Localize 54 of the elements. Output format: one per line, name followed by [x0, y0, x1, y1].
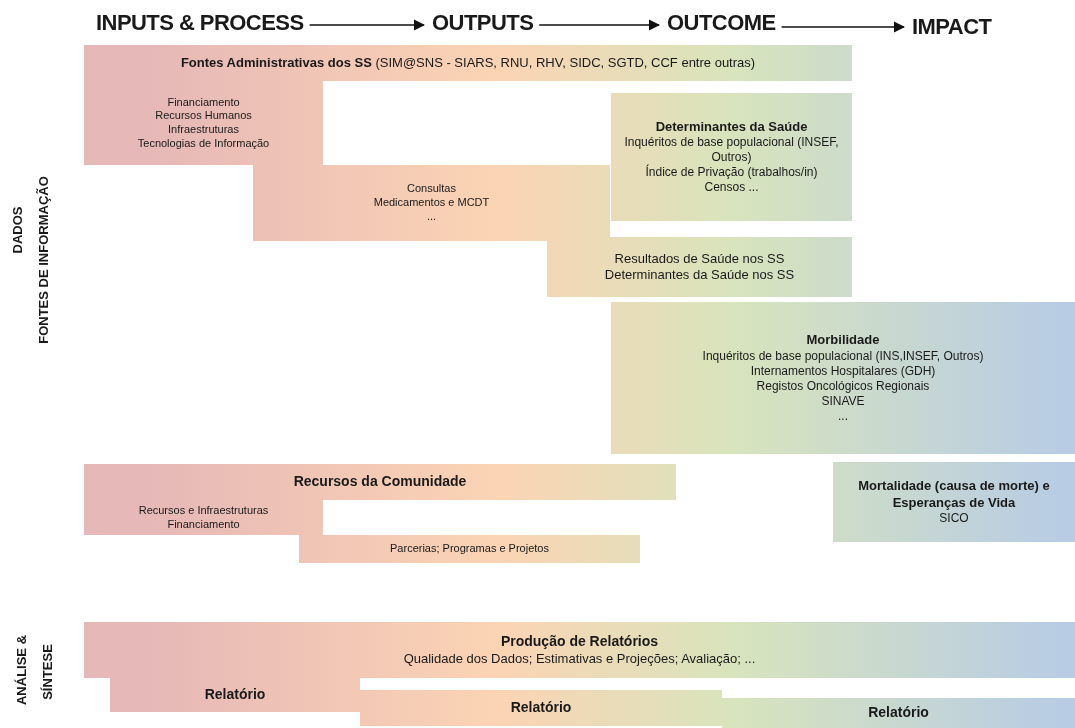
box-text: Parcerias; Programas e Projetos — [390, 542, 549, 556]
box-text: Inquéritos de base populacional (INS,INSEF, Outros) — [702, 348, 984, 364]
box-text: Tecnologias de Informação — [137, 136, 270, 151]
arrow — [780, 21, 906, 33]
box-text: Fontes Administrativas dos SS (SIM@SNS - SIARS, RNU, RHV, SIDC, SGTD, CCF entre outras) — [180, 54, 756, 72]
box-heading: Mortalidade (causa de morte) e Esperanças de Vida — [857, 478, 1051, 511]
box-text: Infraestruturas — [168, 123, 239, 137]
output-box — [299, 535, 640, 563]
box-heading: Relatório — [868, 704, 929, 722]
box-text: Internamentos Hospitalares (GDH) — [750, 363, 936, 379]
box-text: Inquéritos de base populacional (INSEF, Outros) — [623, 135, 840, 165]
output-box — [253, 165, 610, 241]
box-text: Financiamento — [167, 95, 240, 110]
box-heading: Morbilidade — [806, 332, 880, 349]
box-heading: Relatório — [510, 699, 572, 717]
mortality-box — [833, 462, 1075, 542]
stage-heading: IMPACT — [912, 16, 992, 38]
box-heading: Determinantes da Saúde — [655, 118, 808, 136]
box-text: Registos Oncológicos Regionais — [756, 378, 930, 394]
arrow — [308, 19, 426, 31]
input-box — [84, 500, 323, 535]
report-band — [84, 622, 1075, 678]
stage-heading: OUTCOME — [667, 12, 776, 34]
arrow — [538, 19, 661, 31]
box-text: Índice de Privação (trabalhos/in) — [645, 165, 818, 181]
source-band — [84, 45, 852, 81]
box-text: ... — [426, 209, 437, 224]
box-heading: Recursos da Comunidade — [293, 473, 467, 491]
stage-heading: OUTPUTS — [432, 12, 534, 34]
box-text: Resultados de Saúde nos SS — [614, 250, 785, 267]
side-label: DADOS — [11, 205, 25, 256]
community-band — [84, 464, 676, 500]
box-text: Recursos Humanos — [155, 109, 252, 123]
box-text: SICO — [939, 510, 969, 526]
box-text: Financiamento — [167, 517, 240, 532]
outcome-box — [611, 93, 852, 221]
morbidity-box — [611, 302, 1075, 454]
side-label: SÍNTESE — [41, 643, 55, 702]
box-text: Qualidade dos Dados; Estimativas e Projeções; Avaliação; ... — [403, 650, 756, 667]
box-text: Recursos e Infraestruturas — [138, 503, 269, 518]
box-text: Medicamentos e MCDT — [373, 196, 490, 210]
box-text: Censos ... — [704, 180, 759, 196]
input-box — [84, 81, 323, 165]
outcome-box — [547, 237, 852, 297]
report-box — [722, 698, 1075, 728]
side-label: FONTES DE INFORMAÇÃO — [37, 175, 51, 346]
box-text: Consultas — [407, 182, 456, 197]
side-label: ANÁLISE & — [15, 633, 29, 708]
box-text: SINAVE — [821, 393, 865, 409]
box-text: Determinantes da Saúde nos SS — [604, 267, 795, 284]
box-heading: Relatório — [204, 686, 266, 704]
box-heading: Produção de Relatórios — [500, 633, 659, 651]
stage-heading: INPUTS & PROCESS — [96, 12, 304, 34]
box-text: ... — [838, 408, 848, 424]
